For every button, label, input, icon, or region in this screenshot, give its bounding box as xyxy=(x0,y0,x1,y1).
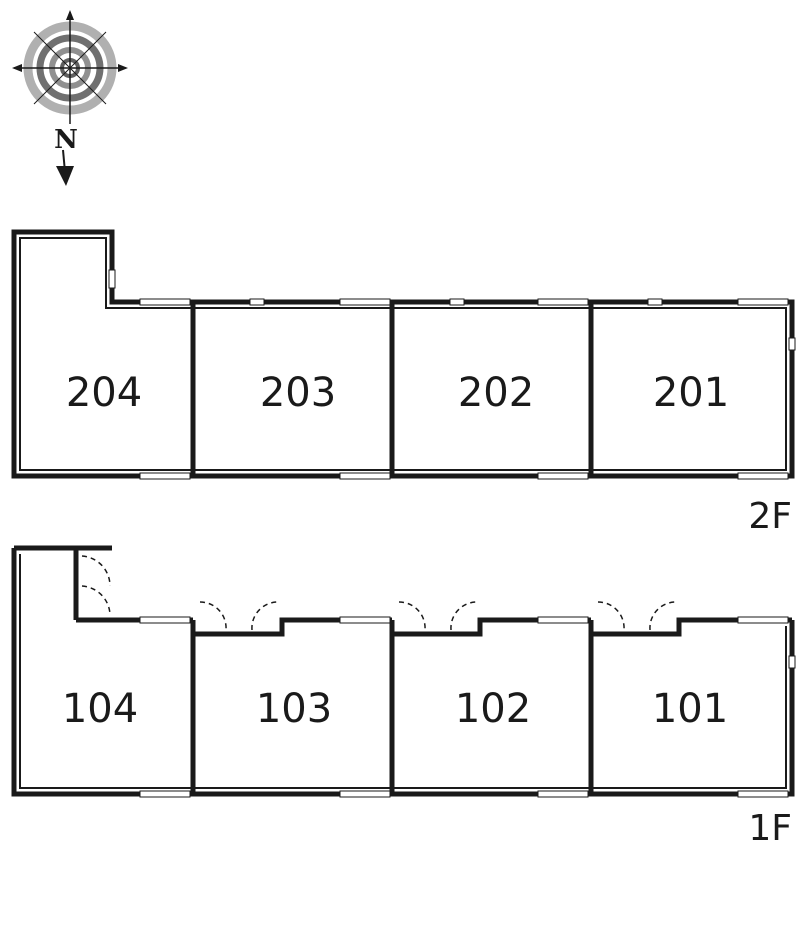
room-101-label: 101 xyxy=(652,686,728,732)
floor-2f: 204 203 202 201 xyxy=(11,229,796,480)
room-104-label: 104 xyxy=(62,686,138,732)
compass-icon xyxy=(12,10,128,124)
floor-label-1f: 1F xyxy=(748,808,792,849)
room-204-label: 204 xyxy=(66,370,142,416)
room-201-label: 201 xyxy=(653,370,729,416)
floor-label-2f: 2F xyxy=(748,496,792,537)
room-202-label: 202 xyxy=(458,370,534,416)
north-label: N xyxy=(54,125,78,155)
room-103-label: 103 xyxy=(256,686,332,732)
north-arrow-icon xyxy=(56,149,74,186)
room-102-label: 102 xyxy=(455,686,531,732)
floor-1f: 104 103 102 101 xyxy=(11,545,796,798)
room-203-label: 203 xyxy=(260,370,336,416)
